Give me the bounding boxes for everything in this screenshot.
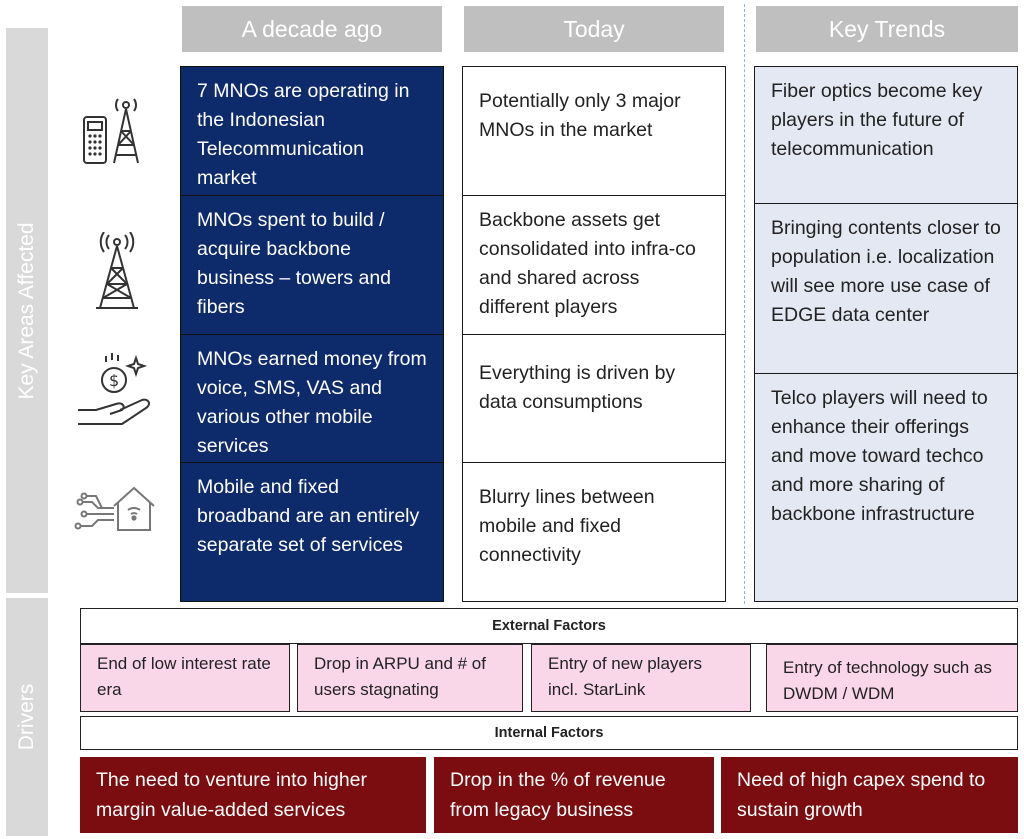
decade-cell-3: MNOs earned money from voice, SMS, VAS a… <box>180 334 444 463</box>
svg-text:$: $ <box>109 371 119 390</box>
internal-factor-1: The need to venture into higher margin v… <box>80 757 426 833</box>
external-factor-4: Entry of technology such as DWDM / WDM <box>766 644 1018 712</box>
today-cell-3: Everything is driven by data consumption… <box>462 334 726 463</box>
smart-home-circuit-icon <box>72 484 158 534</box>
today-cell-2: Backbone assets get consolidated into in… <box>462 195 726 335</box>
key-areas-side-label: Key Areas Affected <box>6 28 48 593</box>
header-today: Today <box>464 6 724 52</box>
today-cell-4: Blurry lines between mobile and fixed co… <box>462 462 726 602</box>
drivers-label: Drivers <box>15 683 38 751</box>
drivers-side-label: Drivers <box>6 598 48 836</box>
trend-cell-2: Bringing contents closer to population i… <box>754 203 1018 374</box>
internal-factor-3: Need of high capex spend to sustain grow… <box>721 757 1018 833</box>
money-hand-icon: $ <box>76 352 156 432</box>
decade-cell-1: 7 MNOs are operating in the Indonesian T… <box>180 66 444 196</box>
external-factors-title: External Factors <box>80 608 1018 644</box>
trend-cell-3: Telco players will need to enhance their… <box>754 373 1018 602</box>
column-divider <box>744 4 745 604</box>
header-decade-ago: A decade ago <box>182 6 442 52</box>
header-key-trends: Key Trends <box>756 6 1018 52</box>
cell-tower-phone-icon <box>80 95 146 167</box>
trend-cell-1: Fiber optics become key players in the f… <box>754 66 1018 204</box>
decade-cell-4: Mobile and fixed broadband are an entire… <box>180 462 444 602</box>
key-areas-label: Key Areas Affected <box>15 221 38 400</box>
internal-factor-2: Drop in the % of revenue from legacy bus… <box>434 757 714 833</box>
internal-factors-title: Internal Factors <box>80 716 1018 750</box>
external-factor-1: End of low interest rate era <box>80 644 290 712</box>
external-factor-3: Entry of new players incl. StarLink <box>531 644 751 712</box>
transmission-tower-icon <box>92 232 142 312</box>
decade-cell-2: MNOs spent to build / acquire backbone b… <box>180 195 444 335</box>
external-factor-2: Drop in ARPU and # of users stagnating <box>297 644 523 712</box>
today-cell-1: Potentially only 3 major MNOs in the mar… <box>462 66 726 196</box>
